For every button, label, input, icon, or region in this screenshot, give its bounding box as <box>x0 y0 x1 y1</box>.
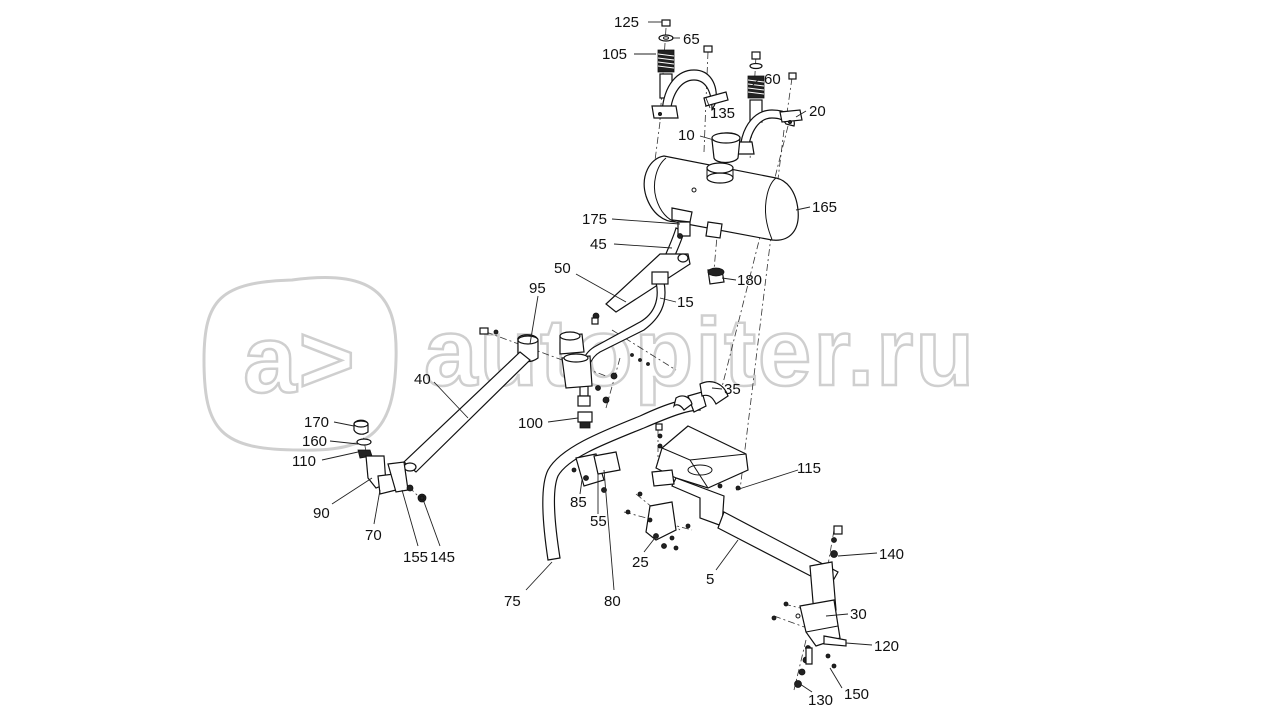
callout-85: 85 <box>570 494 587 511</box>
callout-65: 65 <box>683 31 700 48</box>
bracket-assembly-left <box>353 419 427 503</box>
callout-150: 150 <box>844 686 869 703</box>
callout-90: 90 <box>313 505 330 522</box>
callout-10: 10 <box>678 127 695 144</box>
callout-45: 45 <box>590 236 607 253</box>
callout-130: 130 <box>808 692 833 709</box>
tank-mount-frame <box>651 423 839 615</box>
elbow-35 <box>672 381 729 411</box>
callout-80: 80 <box>604 593 621 610</box>
callout-5: 5 <box>706 571 714 588</box>
callout-165: 165 <box>812 199 837 216</box>
tank-strap-right <box>729 109 803 155</box>
pipe-15 <box>577 271 669 407</box>
callout-115: 115 <box>797 460 821 477</box>
callout-60: 60 <box>764 71 781 88</box>
callout-145: 145 <box>430 549 455 566</box>
callout-105: 105 <box>602 46 627 63</box>
callout-15: 15 <box>677 294 694 311</box>
bracket-85-55 <box>571 451 621 493</box>
callout-180: 180 <box>737 272 762 289</box>
callout-175: 175 <box>582 211 607 228</box>
callout-100: 100 <box>518 415 543 432</box>
fitting-100 <box>577 411 593 429</box>
callout-labels: 125 65 105 60 135 20 10 165 175 45 50 18… <box>292 14 904 709</box>
hose-fitting-180 <box>707 267 725 285</box>
tank-strap-left <box>651 69 729 119</box>
callout-50: 50 <box>554 260 571 277</box>
valve-cluster <box>479 312 650 404</box>
callout-25: 25 <box>632 554 649 571</box>
watermark-logo-badge <box>202 276 398 452</box>
callout-30: 30 <box>850 606 867 623</box>
callout-95: 95 <box>529 280 546 297</box>
filler-cap <box>711 132 741 164</box>
callout-140: 140 <box>879 546 904 563</box>
callout-70: 70 <box>365 527 382 544</box>
callout-125: 125 <box>614 14 639 31</box>
callout-20: 20 <box>809 103 826 120</box>
callout-75: 75 <box>504 593 521 610</box>
callout-135: 135 <box>710 105 735 122</box>
callout-155: 155 <box>403 549 428 566</box>
leader-lines <box>321 21 878 693</box>
hose-75 <box>542 391 707 561</box>
watermark-site-name: autopiter.ru <box>424 299 976 406</box>
watermark-logo-glyph: a> <box>243 306 356 413</box>
bracket-assembly-right <box>771 525 847 688</box>
callout-40: 40 <box>414 371 431 388</box>
bracket-25 <box>625 491 691 551</box>
watermark: a> autopiter.ru <box>202 276 976 452</box>
callout-120: 120 <box>874 638 899 655</box>
callout-55: 55 <box>590 513 607 530</box>
callout-110: 110 <box>292 453 316 470</box>
callout-160: 160 <box>302 433 327 450</box>
callout-170: 170 <box>304 414 329 431</box>
callout-35: 35 <box>724 381 741 398</box>
expansion-tank <box>643 155 799 241</box>
mounting-hardware-top <box>657 19 797 123</box>
